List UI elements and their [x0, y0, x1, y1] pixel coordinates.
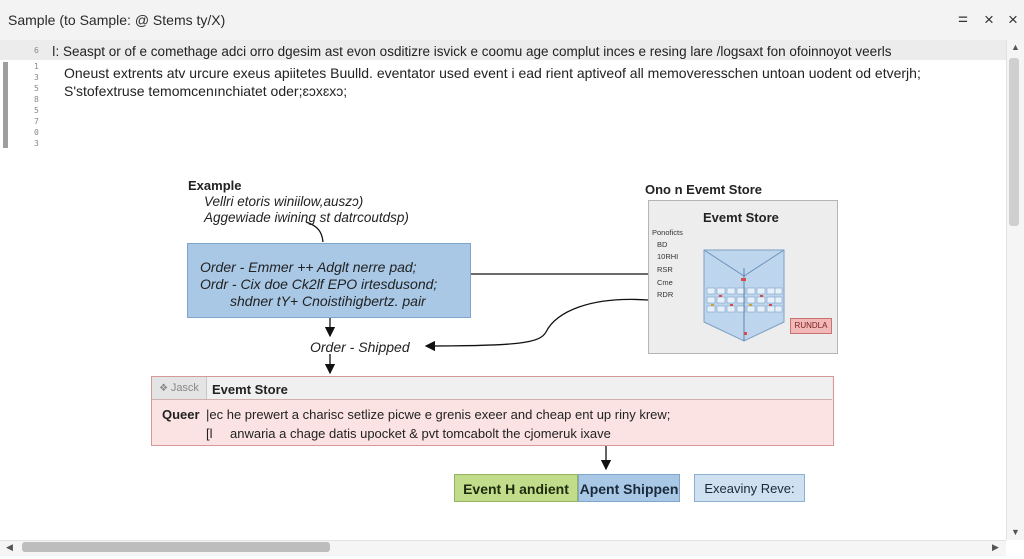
query-label: Queer [162, 407, 200, 422]
current-line-highlight [0, 40, 1006, 60]
query-line: |ec he prewert a charisc setlize picwe e… [206, 407, 671, 422]
store-list-item: 10RHI [657, 252, 679, 261]
vertical-scroll-thumb[interactable] [1009, 58, 1019, 226]
example-label: Example [188, 178, 242, 193]
minimize-button[interactable]: = [958, 10, 968, 29]
order-shipped-label: Order - Shipped [310, 339, 410, 355]
close-icon[interactable]: × [1008, 10, 1018, 29]
scroll-down-icon[interactable]: ▼ [1011, 527, 1020, 537]
line-number: 3 [34, 139, 39, 148]
line-number: 7 [34, 117, 39, 126]
line-number: 5 [34, 106, 39, 115]
close-button[interactable]: × [984, 10, 994, 29]
query-line: anwaria a chage datis upocket & pvt tomc… [230, 426, 611, 441]
editor-header-line[interactable]: ǀ: Seaspt or of e comethage adci orro dg… [52, 44, 892, 59]
window-title: Sample (to Sample: @ Stems ty/X) [8, 12, 226, 28]
store-list-item: RSR [657, 265, 673, 274]
order-event-line: shdner tY+ Cnoistihigbertz. pair [230, 293, 426, 309]
panel-title: Evemt Store [212, 382, 288, 397]
order-events-box[interactable] [187, 243, 471, 318]
line-number: 8 [34, 95, 39, 104]
line-number: 0 [34, 128, 39, 137]
callout-line [305, 221, 324, 243]
store-caption: Ono n Evemt Store [645, 182, 763, 197]
editor-body-line[interactable]: Oneust extrents atv urcure exeus apiitet… [64, 65, 921, 81]
gutter-change-bar [3, 62, 8, 148]
query-panel-header [152, 377, 832, 400]
horizontal-scroll-thumb[interactable] [22, 542, 330, 552]
panel-tag-label: Jasck [170, 382, 199, 394]
scroll-up-icon[interactable]: ▲ [1011, 42, 1020, 52]
example-line: Vellri etoris winiilow,auszɔ) [204, 194, 364, 209]
store-list-item: Cme [657, 278, 673, 287]
store-title: Evemt Store [703, 210, 779, 225]
scroll-left-icon[interactable]: ◀ [6, 542, 13, 552]
store-badge: RUNDLA [790, 318, 832, 334]
example-line: Aggewiade iwining st datrcoutdsp) [204, 210, 409, 225]
line-number: 6 [34, 46, 39, 55]
query-line-prefix: [l [206, 426, 213, 441]
line-number: 5 [34, 84, 39, 93]
store-list-item: Ponoficts [652, 228, 683, 237]
editor-body-line[interactable]: S'stofextruse temomcenınchiatet oder;ɛɔx… [64, 83, 348, 99]
event-store-funnel-icon [703, 249, 785, 342]
tag-icon: ❖ [159, 383, 171, 394]
executing-review-button[interactable]: Exeaviny Reve: [694, 474, 805, 502]
event-handler-button[interactable]: Event H andient [454, 474, 578, 502]
editor-gutter [0, 40, 52, 540]
store-list-item: RDR [657, 290, 674, 299]
order-event-line: Ordr - Cix doe Ck2lf EPO irtesdusond; [200, 276, 438, 292]
agent-shipped-button[interactable]: Apent Shippen [578, 474, 680, 502]
scroll-right-icon[interactable]: ▶ [992, 542, 999, 552]
order-event-line: Order - Emmer ++ Adglt nerre pad; [200, 259, 417, 275]
line-number: 1 [34, 62, 39, 71]
store-list-item: BD [657, 240, 668, 249]
line-number: 3 [34, 73, 39, 82]
panel-tag[interactable]: ❖ Jasck [152, 377, 207, 399]
